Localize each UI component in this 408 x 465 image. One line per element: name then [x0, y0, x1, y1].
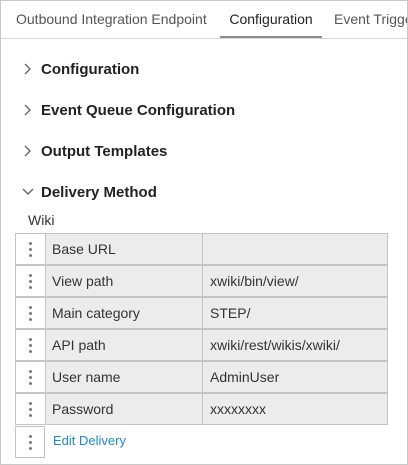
chevron-right-icon[interactable] [21, 62, 35, 76]
edit-delivery-link[interactable]: Edit Delivery [53, 433, 126, 448]
tab-event-triggers[interactable]: Event Trigge [334, 11, 408, 27]
chevron-right-icon[interactable] [21, 103, 35, 117]
section-event-queue-configuration[interactable]: Event Queue Configuration [1, 97, 407, 127]
drag-dots-icon [29, 402, 33, 417]
table-row: Main category STEP/ [15, 297, 388, 329]
drag-dots-icon [29, 306, 33, 321]
tab-outbound-integration-endpoint[interactable]: Outbound Integration Endpoint [16, 11, 207, 27]
row-value[interactable]: xxxxxxxx [210, 401, 266, 417]
table-row: Base URL [15, 233, 388, 265]
row-value[interactable]: xwiki/rest/wikis/xwiki/ [210, 337, 340, 353]
tab-bar: Outbound Integration Endpoint Configurat… [1, 1, 408, 39]
row-label: Password [46, 394, 203, 424]
drag-handle[interactable] [15, 426, 45, 458]
section-output-templates[interactable]: Output Templates [1, 138, 407, 168]
row-label: View path [46, 266, 203, 296]
section-title: Output Templates [41, 143, 168, 160]
row-label: API path [46, 330, 203, 360]
drag-dots-icon [29, 370, 33, 385]
drag-dots-icon [29, 435, 33, 450]
table-row: API path xwiki/rest/wikis/xwiki/ [15, 329, 388, 361]
row-value[interactable]: xwiki/bin/view/ [210, 273, 299, 289]
section-title: Event Queue Configuration [41, 102, 236, 119]
drag-dots-icon [29, 338, 33, 353]
row-value[interactable] [204, 234, 387, 264]
drag-handle[interactable] [16, 330, 46, 360]
chevron-down-icon[interactable] [21, 185, 35, 199]
drag-handle[interactable] [16, 266, 46, 296]
row-label: Base URL [46, 234, 203, 264]
drag-handle[interactable] [16, 234, 46, 264]
row-value[interactable]: AdminUser [210, 369, 280, 385]
drag-dots-icon [29, 242, 33, 257]
section-title: Configuration [41, 61, 140, 78]
tab-configuration[interactable]: Configuration [220, 1, 322, 38]
delivery-type-label: Wiki [28, 212, 55, 228]
drag-handle[interactable] [16, 362, 46, 392]
chevron-right-icon[interactable] [21, 144, 35, 158]
section-configuration[interactable]: Configuration [1, 56, 407, 86]
drag-handle[interactable] [16, 394, 46, 424]
row-value[interactable]: STEP/ [210, 305, 251, 321]
table-row: View path xwiki/bin/view/ [15, 265, 388, 297]
section-delivery-method[interactable]: Delivery Method [1, 179, 407, 209]
drag-handle[interactable] [16, 298, 46, 328]
table-row: Password xxxxxxxx [15, 393, 388, 425]
edit-delivery-row: Edit Delivery [15, 426, 215, 458]
table-row: User name AdminUser [15, 361, 388, 393]
drag-dots-icon [29, 274, 33, 289]
row-label: User name [46, 362, 203, 392]
section-title: Delivery Method [41, 184, 157, 201]
row-label: Main category [46, 298, 203, 328]
